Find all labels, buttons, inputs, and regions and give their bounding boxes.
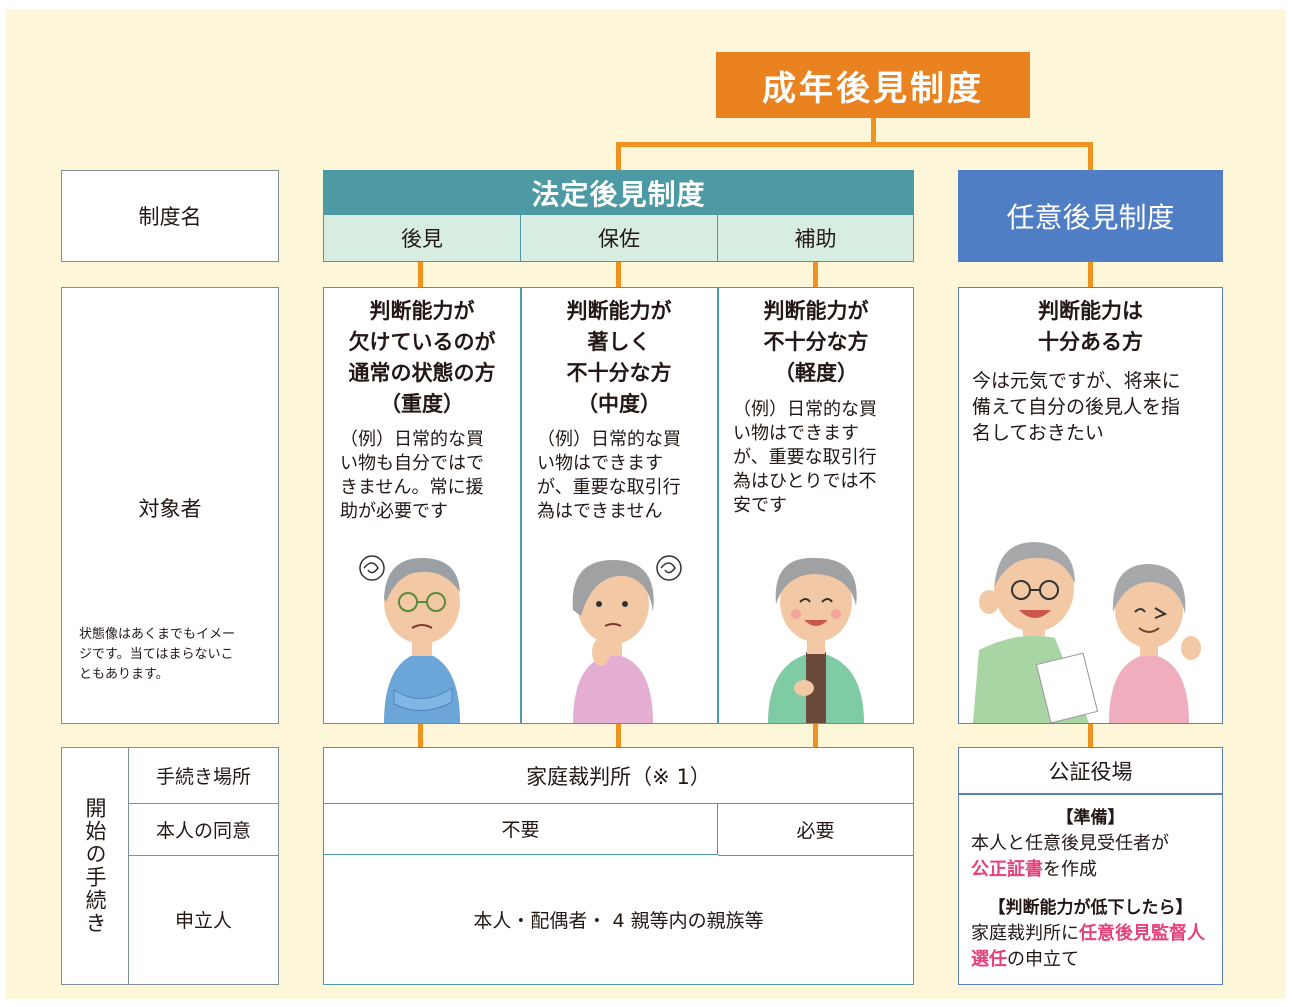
elderly-couple-illustration [973, 542, 1201, 723]
elderly-man-worried-illustration [359, 555, 460, 723]
type-hojo: 補助 [717, 214, 914, 262]
teika-text: 家庭裁判所に任意後見監督人選任の申立て [971, 923, 1205, 970]
hotei-doui-fuyou: 不要 [324, 803, 718, 855]
junbi-label: 【準備】 [1056, 808, 1125, 828]
hotei-moushitate: 本人・配偶者・ 4 親等内の親族等 [473, 910, 764, 932]
nini-description: 今は元気ですが、将来に 備えて自分の後見人を指 名しておきたい [972, 370, 1181, 444]
row-label-doui: 本人の同意 [129, 803, 278, 856]
row-label-kaishi-box: 開始の手続き 手続き場所 本人の同意 申立人 [61, 747, 279, 985]
connector [418, 723, 423, 749]
connector [813, 262, 818, 288]
nini-basho: 公証役場 [958, 747, 1223, 794]
nini-procedure-box: 【準備】 本人と任意後見受任者が公正証書を作成 【判断能力が低下したら】 家庭裁… [958, 794, 1223, 985]
row-label-taisho-box: 対象者 状態像はあくまでもイメー ジです。当てはまらないこ ともあります。 [61, 287, 279, 724]
nini-title: 任意後見制度 [958, 170, 1223, 262]
target-heading-hojo: 判断能力が 不十分な方 （軽度） [763, 299, 869, 385]
connector [418, 262, 423, 288]
elderly-woman-smiling-illustration [768, 557, 864, 723]
connector [616, 142, 621, 172]
connector [1088, 723, 1093, 749]
row-label-moushitate: 申立人 [174, 910, 232, 932]
connector [1088, 142, 1093, 172]
connector [813, 723, 818, 749]
connector [616, 723, 621, 749]
connector [616, 142, 1092, 147]
main-title: 成年後見制度 [716, 52, 1030, 118]
target-example-hosa: （例）日常的な買 い物はできます が、重要な取引行 為はできません [537, 429, 681, 522]
taisho-note: 状態像はあくまでもイメー ジです。当てはまらないこ ともあります。 [79, 627, 236, 682]
hotei-procedure-box: 家庭裁判所（※ 1） 不要 必要 本人・配偶者・ 4 親等内の親族等 [323, 747, 914, 985]
hotei-doui-hitsuyou: 必要 [718, 803, 913, 856]
row-label-taisho: 対象者 [138, 497, 202, 521]
connector [871, 118, 876, 144]
teika-label: 【判断能力が低下したら】 [988, 898, 1193, 918]
target-heading-kouken: 判断能力が 欠けているのが 通常の状態の方 （重度） [348, 299, 496, 416]
nini-heading: 判断能力は 十分ある方 [1038, 299, 1143, 354]
junbi-text: 本人と任意後見受任者が公正証書を作成 [971, 833, 1169, 880]
row-label-seido: 制度名 [61, 170, 279, 262]
row-label-kaishi: 開始の手続き [83, 797, 107, 935]
type-kouken: 後見 [323, 214, 521, 262]
target-example-hojo: （例）日常的な買 い物はできます が、重要な取引行 為はひとりでは不 安です [733, 399, 877, 516]
target-example-kouken: （例）日常的な買 い物も自分ではで きません。常に援 助が必要です [340, 429, 484, 522]
connector [616, 262, 621, 288]
type-hosa: 保佐 [520, 214, 718, 262]
row-label-basho: 手続き場所 [129, 748, 278, 804]
elderly-woman-worried-illustration [572, 555, 682, 723]
hotei-title: 法定後見制度 [323, 170, 914, 215]
target-heading-hosa: 判断能力が 著しく 不十分な方 （中度） [566, 299, 672, 416]
hotei-basho: 家庭裁判所（※ 1） [324, 748, 913, 804]
connector [1088, 262, 1093, 288]
